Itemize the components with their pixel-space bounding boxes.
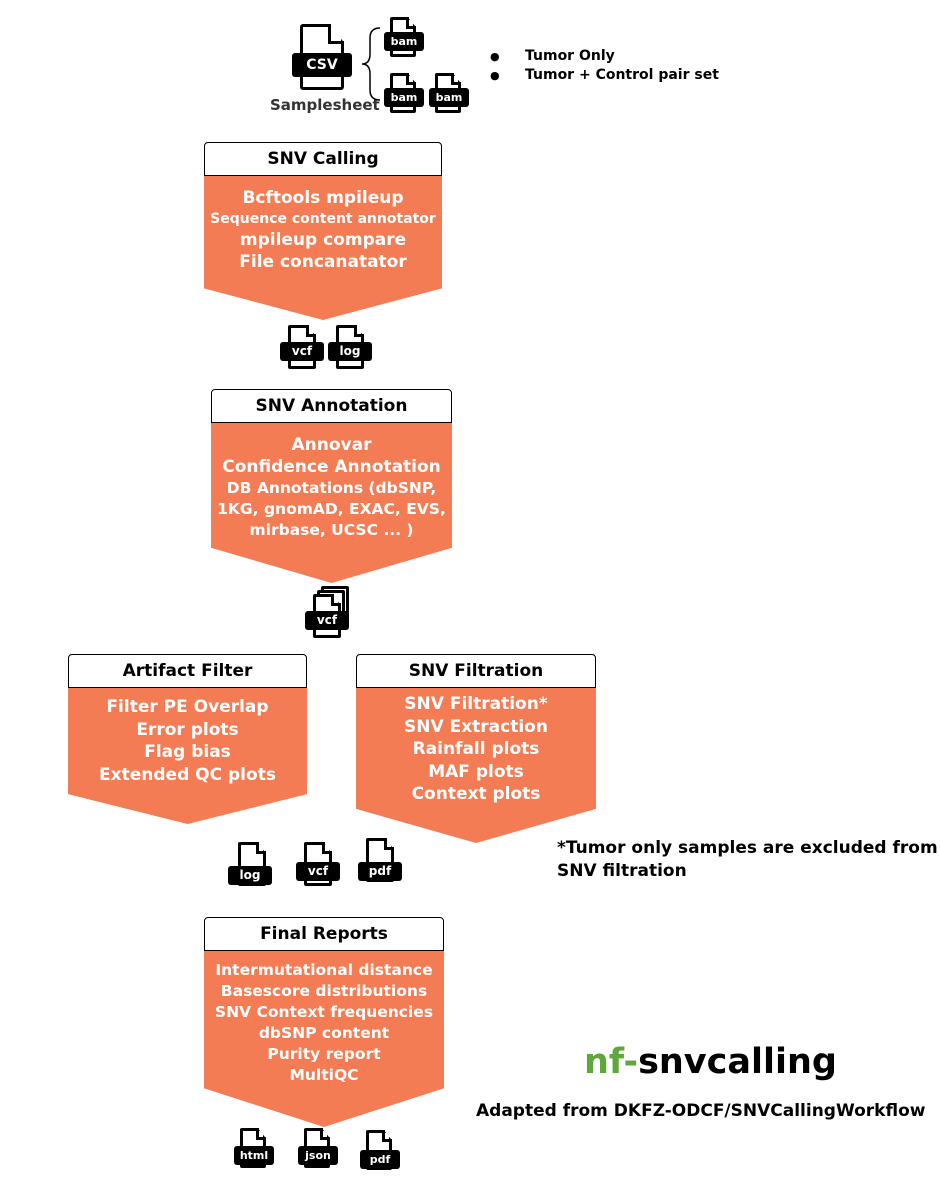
samplesheet-icon: CSV xyxy=(292,24,352,94)
step-line: Sequence content annotator xyxy=(210,211,436,227)
snv-annotation-block: SNV Annotation Annovar Confidence Annota… xyxy=(211,389,452,583)
vcf-stack-icon: vcf xyxy=(305,586,355,640)
footnote-line: *Tumor only samples are excluded from xyxy=(557,838,938,858)
html-file-icon: html xyxy=(234,1128,278,1174)
footnote-line: SNV filtration xyxy=(557,861,687,881)
sample-mode-item: Tumor Only xyxy=(490,47,719,66)
step-line: Purity report xyxy=(267,1045,381,1063)
step-line: Error plots xyxy=(136,719,239,740)
step-line: mirbase, UCSC ... ) xyxy=(249,521,414,539)
sample-mode-item: Tumor + Control pair set xyxy=(490,66,719,85)
step-line: MAF plots xyxy=(428,761,524,782)
vcf-file-icon: vcf xyxy=(296,842,344,892)
csv-tag: CSV xyxy=(292,53,352,77)
bam-file-icon: bam xyxy=(384,73,428,115)
step-line: Extended QC plots xyxy=(99,764,276,785)
snv-calling-block: SNV Calling Bcftools mpileup Sequence co… xyxy=(204,142,442,320)
tumor-only-footnote: *Tumor only samples are excluded from SN… xyxy=(557,837,938,883)
pdf-file-icon: pdf xyxy=(360,1130,404,1176)
step-line: DB Annotations (dbSNP, xyxy=(226,479,437,497)
step-line: SNV Filtration* xyxy=(404,694,548,714)
step-line: SNV Context frequencies xyxy=(214,1003,434,1021)
bam-file-icon: bam xyxy=(384,17,428,59)
brace-icon xyxy=(361,27,381,101)
step-line: SNV Extraction xyxy=(404,716,548,737)
json-file-icon: json xyxy=(298,1128,342,1174)
bam-file-icon: bam xyxy=(429,73,473,115)
vcf-file-icon: vcf xyxy=(280,325,328,375)
step-line: Annovar xyxy=(291,435,372,455)
step-line: mpileup compare xyxy=(239,230,407,250)
artifact-filter-block: Artifact Filter Filter PE Overlap Error … xyxy=(68,654,307,824)
step-line: 1KG, gnomAD, EXAC, EVS, xyxy=(217,500,446,518)
step-line: File concanatator xyxy=(239,252,407,272)
sample-mode-list: Tumor Only Tumor + Control pair set xyxy=(490,47,719,85)
pdf-file-icon: pdf xyxy=(358,838,406,888)
final-reports-block: Final Reports Intermutational distance B… xyxy=(204,917,444,1127)
step-line: Rainfall plots xyxy=(412,739,540,759)
snv-filtration-title: SNV Filtration xyxy=(356,654,596,688)
snv-calling-title: SNV Calling xyxy=(204,142,442,176)
snv-annotation-title: SNV Annotation xyxy=(211,389,452,423)
samplesheet-label: Samplesheet xyxy=(270,96,380,114)
step-line: Confidence Annotation xyxy=(222,457,441,477)
step-line: Context plots xyxy=(411,784,541,804)
final-reports-title: Final Reports xyxy=(204,917,444,951)
step-line: Basescore distributions xyxy=(220,982,428,1000)
step-line: MultiQC xyxy=(289,1066,359,1084)
step-line: Flag bias xyxy=(144,742,231,762)
step-line: dbSNP content xyxy=(258,1024,390,1042)
credit-text: Adapted from DKFZ-ODCF/SNVCallingWorkflo… xyxy=(476,1101,926,1121)
artifact-filter-title: Artifact Filter xyxy=(68,654,307,688)
brand-name: snvcalling xyxy=(638,1042,837,1082)
snv-filtration-block: SNV Filtration SNV Filtration* SNV Extra… xyxy=(356,654,596,843)
step-line: Filter PE Overlap xyxy=(106,697,269,717)
step-line: Intermutational distance xyxy=(215,961,433,979)
step-line: Bcftools mpileup xyxy=(242,188,404,208)
brand-prefix: nf- xyxy=(584,1042,639,1082)
log-file-icon: log xyxy=(328,325,376,375)
pipeline-name: nf-snvcalling xyxy=(584,1040,837,1084)
log-file-icon: log xyxy=(228,842,276,892)
